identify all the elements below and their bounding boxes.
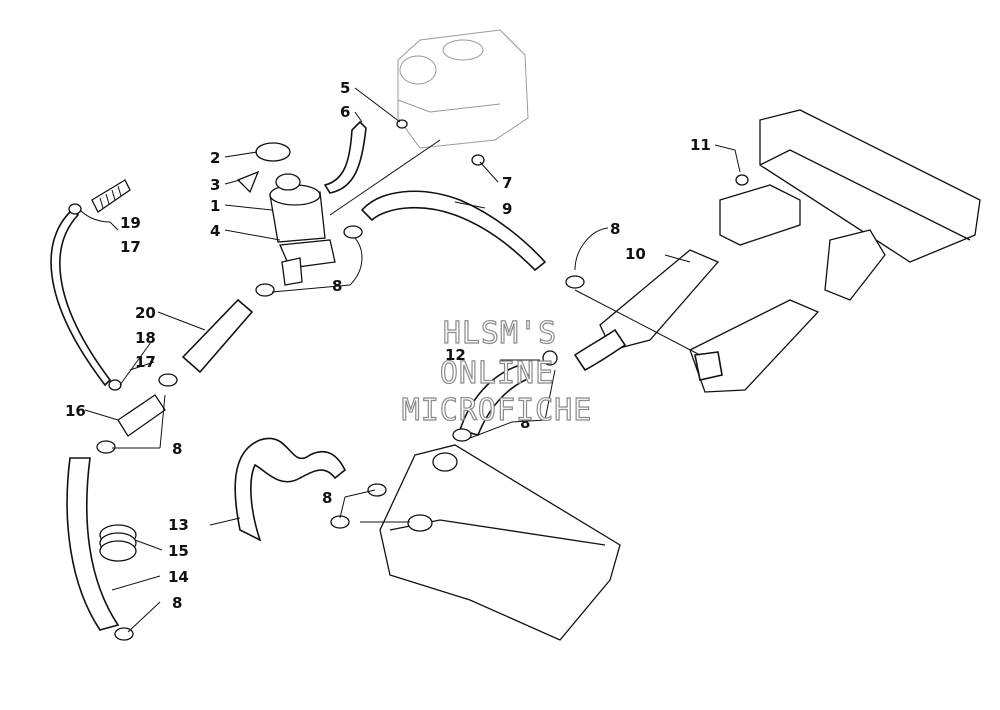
callout-12: 12 — [445, 346, 466, 364]
spring-19 — [91, 179, 131, 213]
callout-10: 10 — [625, 245, 646, 263]
watermark-line-3: MICROFICHE — [402, 393, 593, 428]
callout-18: 18 — [135, 329, 156, 347]
hose-12 — [458, 364, 532, 436]
radiator-cap — [255, 142, 291, 162]
spring-clamp-15 — [99, 524, 137, 562]
callout-16: 16 — [65, 402, 86, 420]
hose-18 — [50, 208, 112, 387]
leader-lines — [79, 87, 741, 633]
callout-8-d: 8 — [172, 440, 182, 458]
watermark-line-1: HLSM'S — [443, 316, 557, 351]
overflow-hose-6 — [323, 120, 367, 194]
callout-8-a: 8 — [610, 220, 620, 238]
callout-2: 2 — [210, 149, 220, 167]
hose-9 — [360, 190, 547, 272]
callout-17-b: 17 — [120, 238, 141, 256]
clip-3 — [236, 170, 260, 194]
hose-14 — [66, 457, 120, 631]
callout-19: 19 — [120, 214, 141, 232]
callout-17-a: 17 — [135, 353, 156, 371]
callout-6: 6 — [340, 103, 350, 121]
hose-20 — [181, 298, 254, 374]
callout-3: 3 — [210, 176, 220, 194]
watermark-line-2: ONLINE — [440, 356, 554, 391]
hose-clamps — [68, 119, 749, 641]
elbow-hose-10 — [573, 328, 627, 372]
callout-11: 11 — [690, 136, 711, 154]
watermark: HLSM'S ONLINE MICROFICHE — [401, 315, 593, 428]
callout-8-f: 8 — [172, 594, 182, 612]
callout-7: 7 — [502, 174, 512, 192]
callouts: 5 6 2 3 1 4 7 9 8 10 11 8 12 8 20 18 17 … — [65, 79, 711, 612]
tunnel-heat-exchanger — [379, 444, 621, 641]
callout-20: 20 — [135, 304, 156, 322]
tee-fitting-16 — [117, 394, 166, 437]
callout-14: 14 — [168, 568, 189, 586]
callout-13: 13 — [168, 516, 189, 534]
hose-13 — [234, 437, 347, 542]
surge-tank — [269, 173, 336, 286]
heat-exchanger-assembly — [599, 109, 981, 393]
coolant-tank — [397, 29, 529, 149]
callout-5: 5 — [340, 79, 350, 97]
callout-8-e: 8 — [322, 489, 332, 507]
callout-8-c: 8 — [520, 414, 530, 432]
callout-8-b: 8 — [332, 277, 342, 295]
callout-9: 9 — [502, 200, 512, 218]
callout-15: 15 — [168, 542, 189, 560]
callout-4: 4 — [210, 222, 220, 240]
callout-1: 1 — [210, 197, 220, 215]
